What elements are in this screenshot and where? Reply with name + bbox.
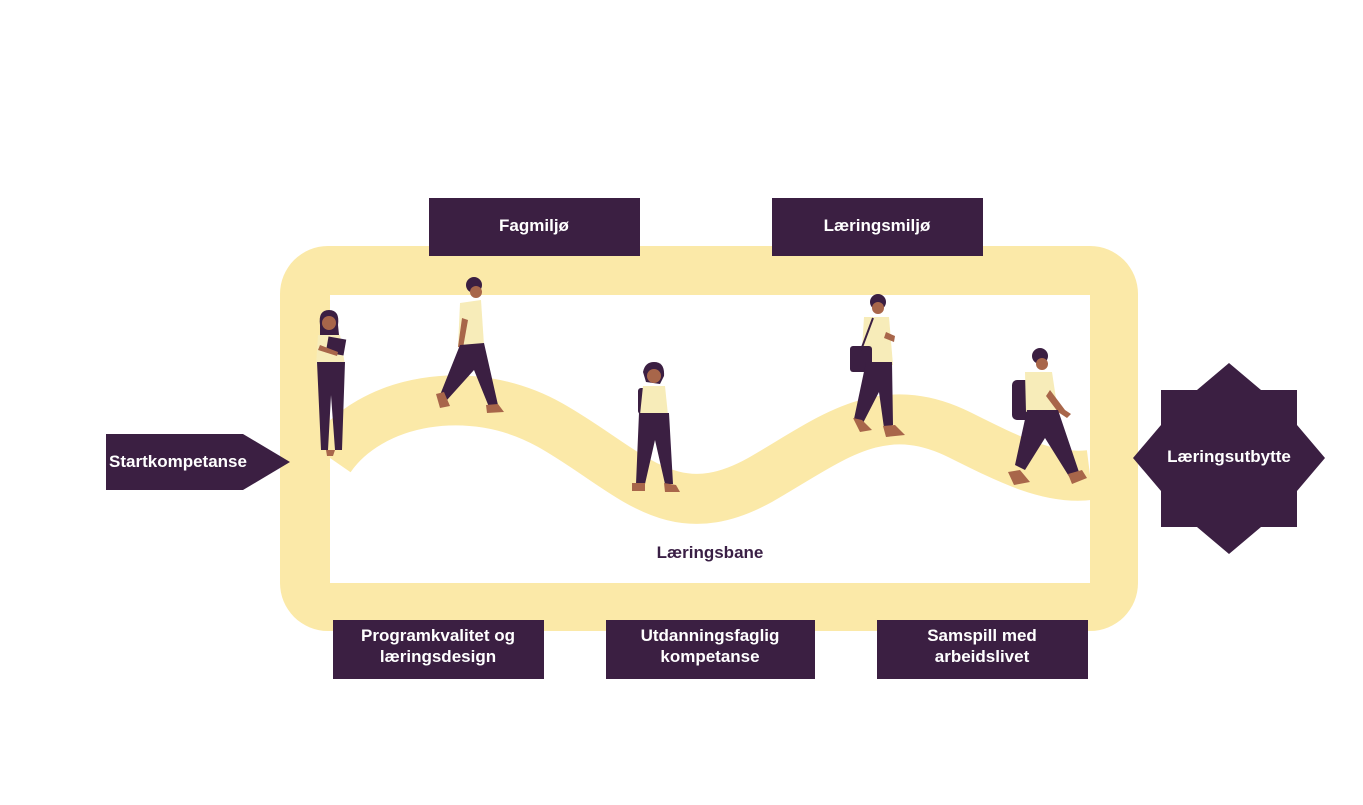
programkvalitet-label-line1: Programkvalitet og bbox=[361, 626, 515, 645]
laeringsmiljo-box: Læringsmiljø bbox=[772, 198, 983, 256]
person-walking-icon bbox=[436, 277, 504, 413]
person-walking-with-backpack-icon bbox=[1008, 348, 1087, 485]
fagmiljo-label: Fagmiljø bbox=[499, 216, 570, 235]
laeringsmiljo-label: Læringsmiljø bbox=[824, 216, 931, 235]
samspill-box: Samspill med arbeidslivet bbox=[877, 620, 1088, 679]
learning-path-wave bbox=[309, 375, 1094, 524]
utdanningsfaglig-box: Utdanningsfaglig kompetanse bbox=[606, 620, 815, 679]
programkvalitet-label-line2: læringsdesign bbox=[380, 647, 496, 666]
laeringsutbytte-star: Læringsutbytte bbox=[1133, 363, 1325, 554]
samspill-label-line2: arbeidslivet bbox=[935, 647, 1030, 666]
programkvalitet-box: Programkvalitet og læringsdesign bbox=[333, 620, 544, 679]
utdanningsfaglig-label-line1: Utdanningsfaglig bbox=[641, 626, 780, 645]
utdanningsfaglig-label-line2: kompetanse bbox=[660, 647, 759, 666]
person-woman-holding-book-icon bbox=[316, 310, 347, 456]
fagmiljo-box: Fagmiljø bbox=[429, 198, 640, 256]
samspill-label-line1: Samspill med bbox=[927, 626, 1037, 645]
frame-band bbox=[280, 246, 1138, 631]
startkompetanse-label: Startkompetanse bbox=[109, 452, 247, 471]
laeringsbane-label: Læringsbane bbox=[657, 543, 764, 562]
person-with-shoulder-bag-icon bbox=[850, 294, 905, 437]
laeringsutbytte-label: Læringsutbytte bbox=[1167, 447, 1291, 466]
learning-frame bbox=[280, 246, 1138, 631]
startkompetanse-arrow: Startkompetanse bbox=[106, 434, 290, 490]
person-with-backpack-icon bbox=[632, 362, 680, 492]
